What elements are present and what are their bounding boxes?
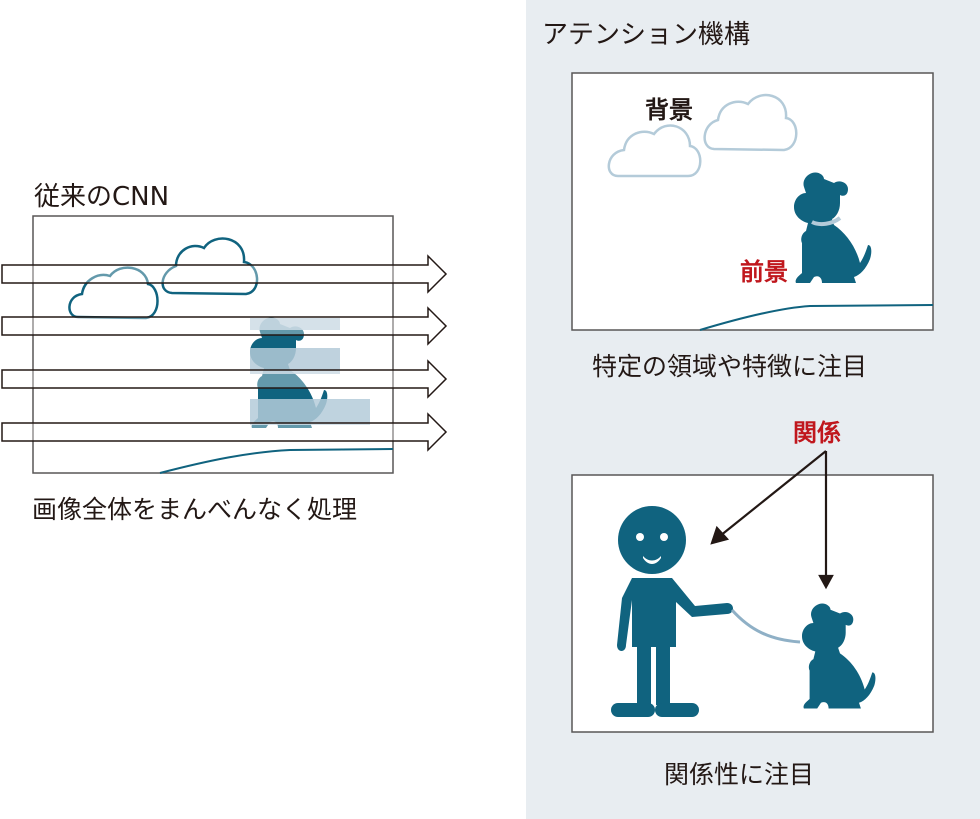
leash	[730, 608, 801, 644]
foreground-label: 前景	[740, 258, 788, 286]
arrow-head-icon	[710, 525, 730, 545]
ground-line	[699, 304, 934, 331]
background-label: 背景	[645, 96, 693, 124]
ground-line	[159, 448, 394, 474]
cloud-icon	[703, 93, 798, 152]
relation-arrows	[710, 450, 834, 590]
scan-arrows	[1, 254, 448, 452]
cloud-icon	[68, 266, 159, 320]
image-frame-left	[32, 215, 394, 474]
relation-label: 関係	[793, 419, 841, 447]
cloud-icon	[607, 124, 702, 178]
collar	[811, 216, 842, 227]
cloud-icon	[161, 237, 259, 296]
attention-caption-1: 特定の領域や特徴に注目	[592, 352, 868, 381]
arrow-icon	[1, 306, 448, 346]
arrow-icon	[1, 412, 448, 452]
arrow-icon	[1, 254, 448, 294]
cnn-title: 従来のCNN	[34, 182, 170, 212]
arrow-head-icon	[818, 574, 834, 590]
arrow-icon	[1, 359, 448, 399]
attention-caption-2: 関係性に注目	[664, 760, 815, 789]
attention-title: アテンション機構	[542, 20, 751, 50]
cnn-caption: 画像全体をまんべんなく処理	[32, 495, 358, 524]
person-icon	[611, 506, 733, 717]
image-frame-attention	[571, 72, 934, 331]
